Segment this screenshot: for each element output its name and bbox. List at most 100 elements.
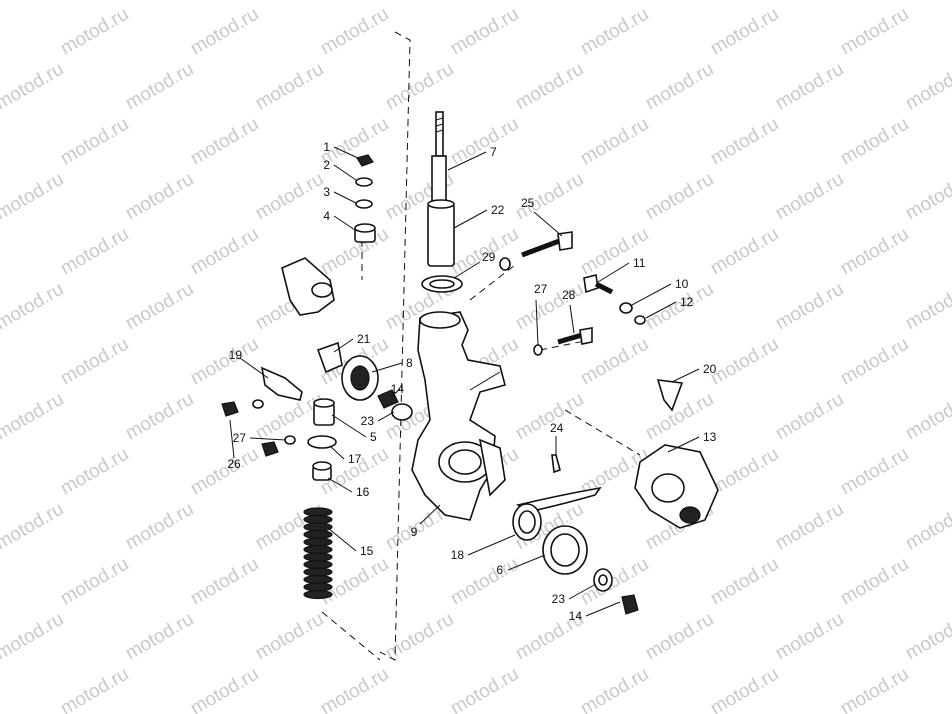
left-nut-lower — [261, 441, 279, 457]
watermark-text: motod.ru — [902, 0, 952, 4]
watermark-text: motod.ru — [187, 664, 262, 714]
watermark-text: motod.ru — [642, 59, 717, 115]
callout-leader — [453, 261, 481, 279]
spring-coil — [303, 522, 333, 532]
watermark-text: motod.ru — [707, 4, 782, 60]
spring-coil — [303, 589, 333, 600]
spring-coil — [303, 582, 333, 592]
callout-leader — [391, 388, 401, 397]
dust-shield — [516, 486, 602, 513]
flat-plate — [656, 379, 684, 412]
callout-label: 1 — [323, 140, 330, 154]
callout-leader — [333, 164, 357, 181]
callout-leader — [229, 419, 235, 459]
watermark-text: motod.ru — [512, 279, 587, 335]
watermark-text: motod.ru — [837, 114, 912, 170]
spring-coil — [303, 567, 333, 577]
watermark-text: motod.ru — [772, 59, 847, 115]
watermark-text: motod.ru — [382, 59, 457, 115]
watermark-text: motod.ru — [0, 609, 67, 665]
callout-leader — [329, 445, 345, 460]
callout-label: 20 — [703, 362, 717, 376]
callout-label: 11 — [633, 256, 646, 270]
spring-coil — [303, 529, 333, 540]
watermark-text: motod.ru — [837, 4, 912, 60]
watermark-text: motod.ru — [317, 4, 392, 60]
watermark-text: motod.ru — [122, 389, 197, 445]
watermark-text: motod.ru — [447, 554, 522, 610]
watermark-text: motod.ru — [837, 334, 912, 390]
watermark-text: motod.ru — [0, 499, 67, 555]
watermark-text: motod.ru — [122, 169, 197, 225]
watermark-text: motod.ru — [902, 59, 952, 115]
callout-label: 10 — [675, 277, 689, 291]
watermark-text: motod.ru — [512, 0, 587, 4]
watermark-text: motod.ru — [187, 224, 262, 280]
watermark-text: motod.ru — [577, 664, 652, 714]
callout-layer: 1234567891011121314141516171819202122232… — [227, 140, 716, 623]
watermark-text: motod.ru — [382, 609, 457, 665]
watermark-text: motod.ru — [772, 389, 847, 445]
callout-label: 24 — [550, 421, 564, 435]
watermark-text: motod.ru — [902, 499, 952, 555]
callout-leader — [629, 283, 672, 307]
watermark-text: motod.ru — [447, 114, 522, 170]
callout-leader — [667, 436, 700, 453]
callout-label: 14 — [391, 382, 405, 396]
small-pin — [551, 454, 561, 474]
watermark-text: motod.ru — [122, 609, 197, 665]
callout-label: 2 — [323, 158, 330, 172]
callout-leader — [377, 411, 395, 422]
outer-washer-hole — [598, 574, 608, 586]
top-washer-3 — [355, 199, 373, 209]
watermark-text: motod.ru — [642, 0, 717, 4]
callout-leader — [333, 146, 359, 159]
callout-label: 26 — [227, 457, 241, 471]
callout-label: 14 — [569, 609, 583, 623]
watermark-text: motod.ru — [707, 664, 782, 714]
watermark-text: motod.ru — [382, 0, 457, 4]
callout-label: 16 — [356, 485, 370, 499]
callout-leader — [333, 338, 354, 353]
spring-seat — [307, 435, 337, 449]
callout-label: 15 — [360, 544, 374, 558]
callout-leader — [645, 301, 677, 319]
callout-leader — [597, 262, 630, 283]
spring-coil — [303, 552, 333, 562]
top-bushing — [354, 223, 376, 243]
watermark-text: motod.ru — [902, 609, 952, 665]
mid-washer — [533, 344, 543, 356]
watermark-text: motod.ru — [902, 169, 952, 225]
watermark-text: motod.ru — [252, 59, 327, 115]
coil-spring — [303, 507, 333, 600]
callout-leader — [331, 414, 367, 438]
callout-leader — [333, 215, 356, 231]
callout-label: 9 — [411, 525, 418, 539]
watermark-text: motod.ru — [772, 0, 847, 4]
watermark-text: motod.ru — [0, 59, 67, 115]
callout-label: 25 — [521, 196, 535, 210]
watermark-text: motod.ru — [577, 224, 652, 280]
caliper-washer-10 — [619, 302, 633, 314]
watermark-text: motod.ru — [187, 444, 262, 500]
steering-knuckle — [411, 311, 506, 521]
seal-ring-inner — [429, 279, 455, 289]
upper-bolt — [521, 231, 573, 258]
watermark-text: motod.ru — [0, 389, 67, 445]
callout-label: 8 — [406, 356, 413, 370]
watermark-text: motod.ru — [57, 4, 132, 60]
watermark-text: motod.ru — [122, 59, 197, 115]
callout-label: 22 — [491, 203, 505, 217]
callout-leader — [671, 368, 700, 383]
upper-bolt-washer — [499, 257, 511, 271]
watermark-text: motod.ru — [317, 664, 392, 714]
callout-label: 4 — [323, 209, 330, 223]
watermark-text: motod.ru — [447, 664, 522, 714]
watermark-text: motod.ru — [57, 444, 132, 500]
watermark-text: motod.ru — [252, 169, 327, 225]
left-washer — [252, 399, 264, 409]
watermark-text: motod.ru — [187, 114, 262, 170]
spring-coil — [303, 507, 333, 517]
upper-mount-bracket — [281, 257, 335, 316]
